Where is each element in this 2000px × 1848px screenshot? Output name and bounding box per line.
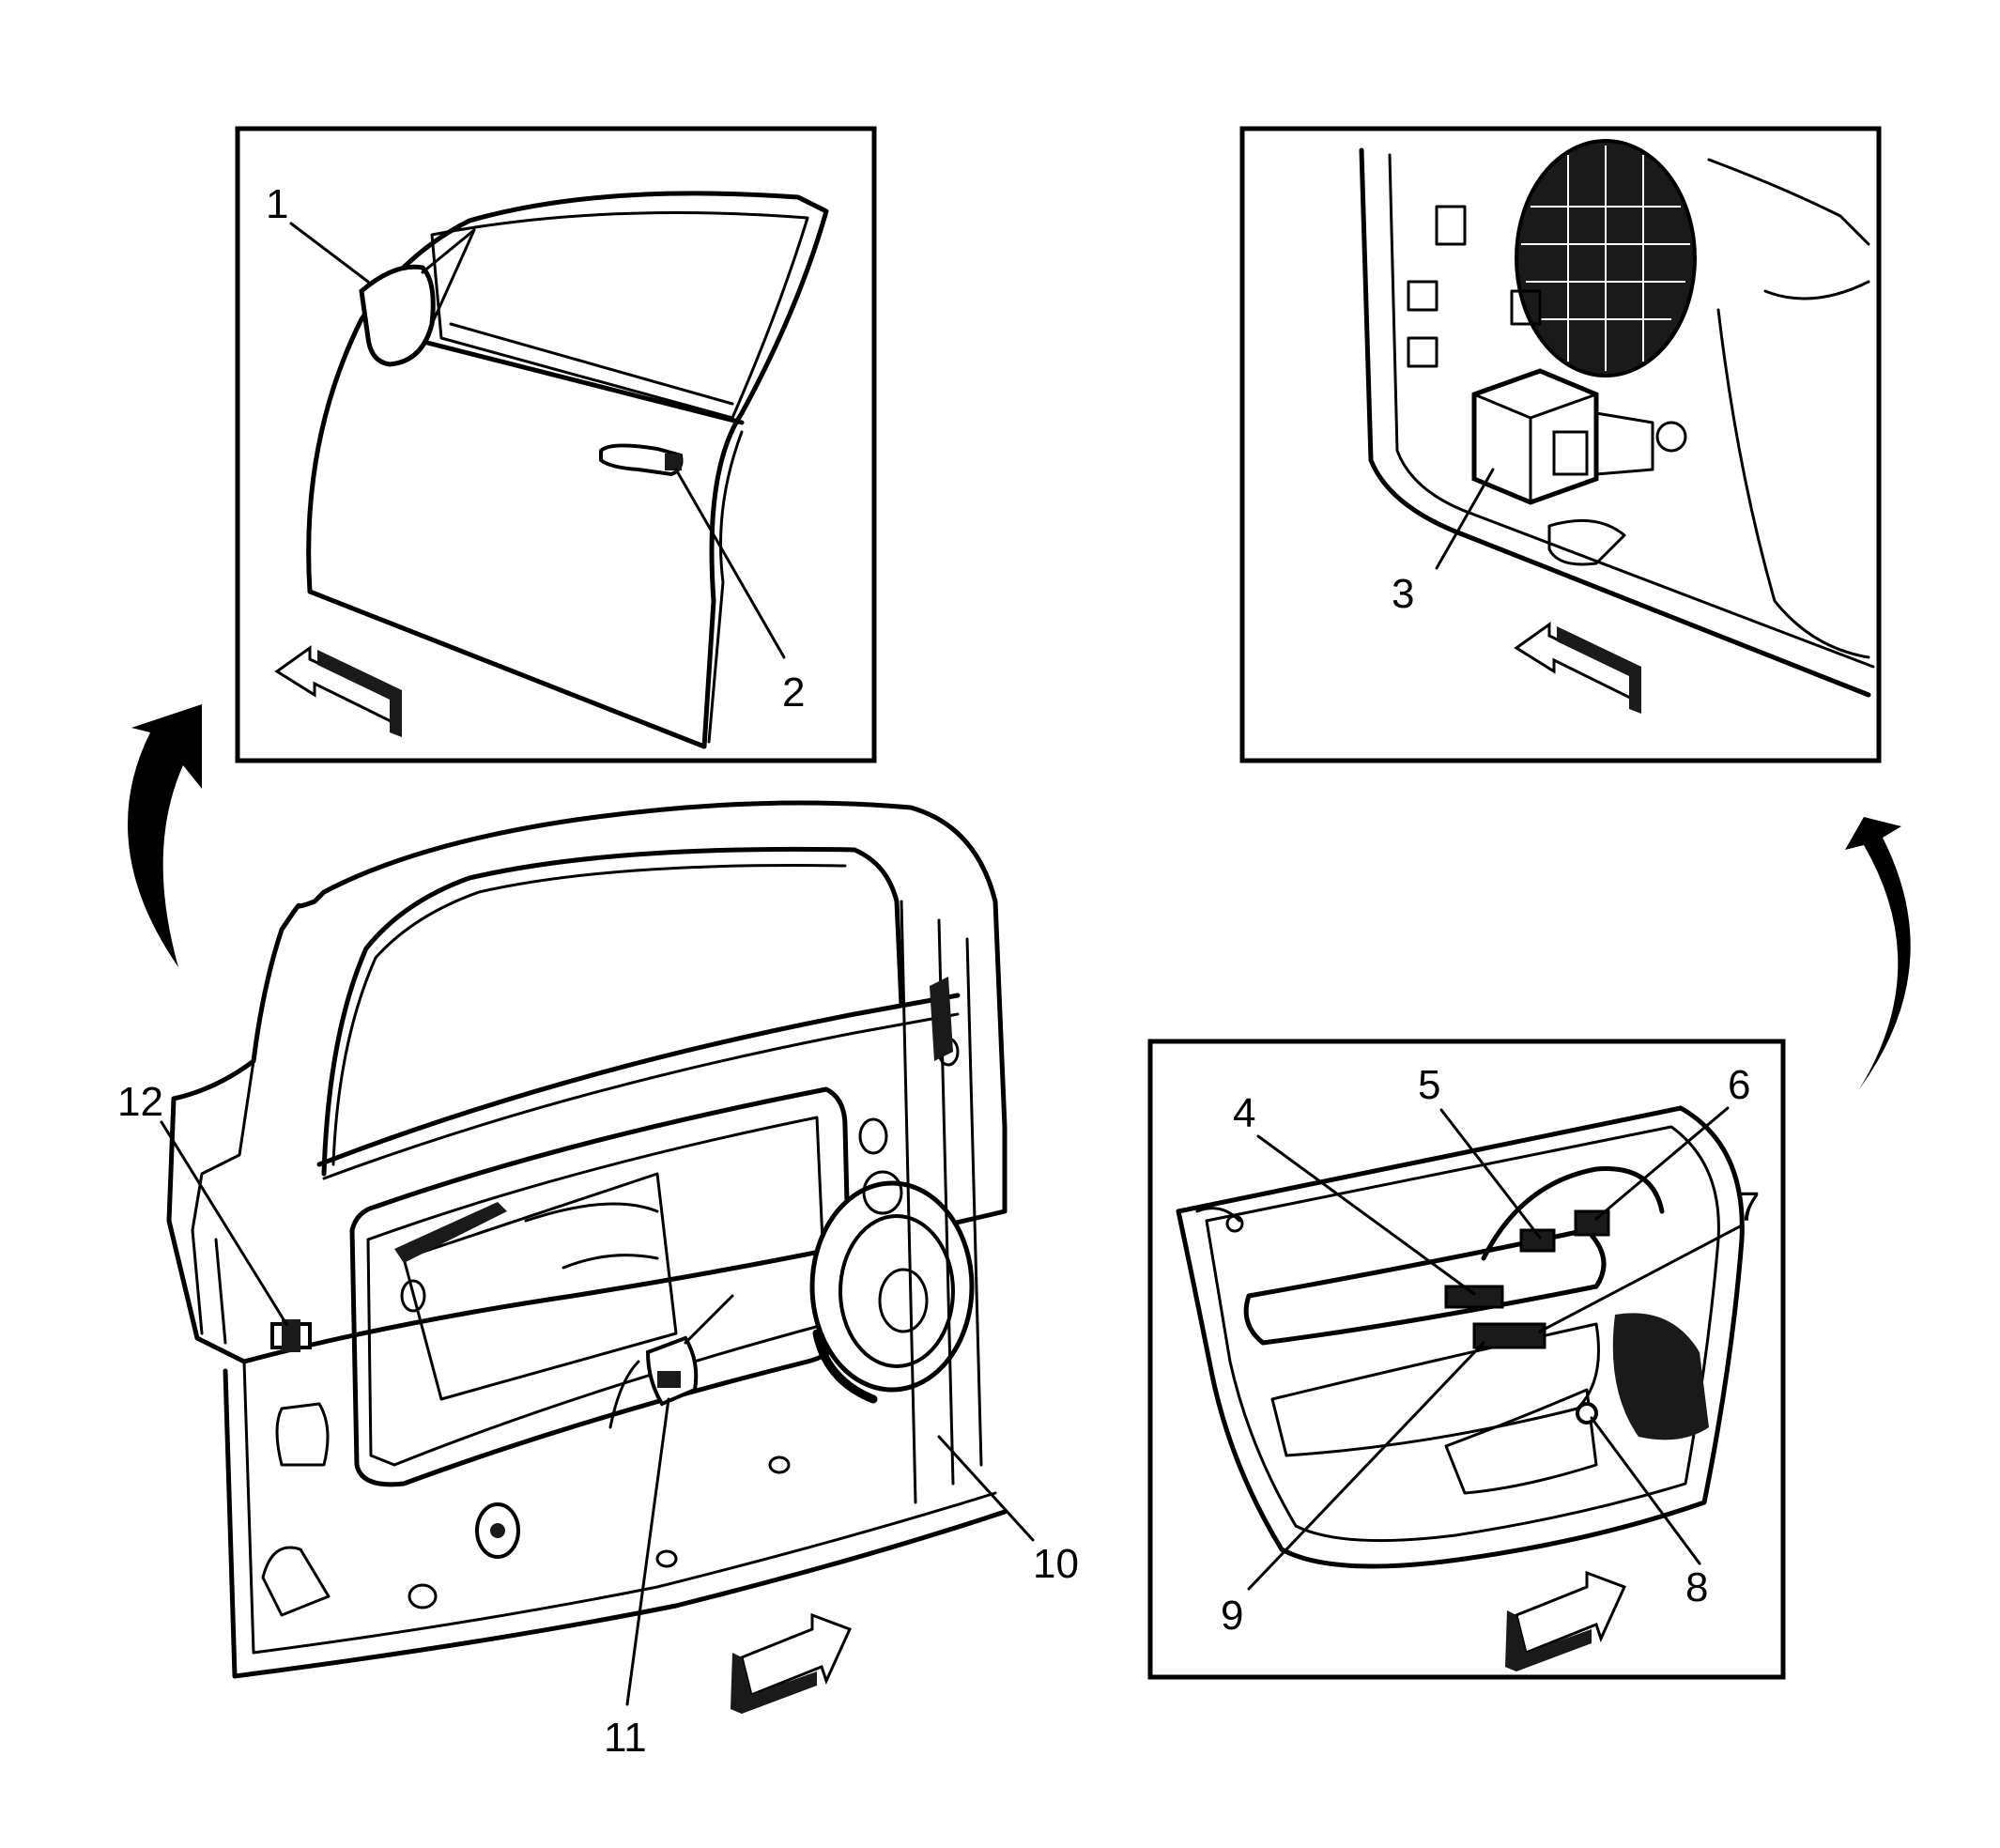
door-inner-frame: 12 10 11 [117,800,1079,1761]
door-outer-outline [166,800,1008,1364]
callout-5: 5 [1418,1062,1440,1108]
inset-door-module: 3 [1239,126,1882,763]
callout-11: 11 [604,1715,647,1761]
curved-arrow-left-icon [128,704,202,967]
callout-3: 3 [1392,571,1414,617]
callout-12: 12 [117,1079,163,1125]
leader-line-11 [625,1397,670,1706]
forward-arrow-icon [274,645,402,737]
curved-arrow-right-icon [1845,817,1911,1089]
trim-speaker-grille [1612,1313,1709,1440]
leader-line-1 [289,222,370,284]
side-mirror [359,264,436,367]
window-opening [321,846,904,1177]
door-speaker [809,1180,975,1404]
armrest [1243,1227,1607,1346]
callout-9: 9 [1221,1593,1243,1639]
callout-10: 10 [1033,1541,1079,1587]
exterior-door-panel [306,191,829,749]
leader-line-2 [674,468,786,659]
leader-line-5 [1439,1108,1542,1240]
leader-line-8 [1590,1416,1701,1565]
inset-exterior-door: 1 2 [235,126,877,763]
leader-line-9 [1247,1341,1485,1591]
callout-6: 6 [1728,1062,1750,1108]
power-window-switch [1444,1285,1504,1309]
callout-1: 1 [266,181,288,227]
window-regulator [402,1172,678,1401]
mirror-switch [1574,1209,1610,1237]
inner-panel-cavity [349,1086,853,1487]
inset-frame [235,126,877,763]
callout-4: 4 [1233,1090,1255,1136]
leader-line-3 [1435,468,1495,570]
callout-2: 2 [782,670,805,716]
window-switch-bezel [1472,1322,1546,1349]
forward-arrow-icon [1514,622,1641,714]
window-frame [430,210,809,420]
leader-line-12 [160,1120,288,1326]
inset-door-trim-panel: 4 5 6 7 8 9 [1147,1039,1786,1680]
callout-7: 7 [1737,1184,1760,1230]
door-lock-switch [1519,1228,1556,1253]
leader-line-10 [937,1435,1035,1542]
leader-line-4 [1256,1134,1476,1296]
access-holes [400,1037,960,1609]
forward-arrow-icon [731,1612,853,1714]
leader-line-6 [1594,1106,1730,1221]
leader-line-7 [1538,1224,1744,1333]
callout-8: 8 [1685,1564,1708,1610]
door-trim-panel [1176,1105,1745,1569]
forward-arrow-icon [1505,1570,1627,1671]
